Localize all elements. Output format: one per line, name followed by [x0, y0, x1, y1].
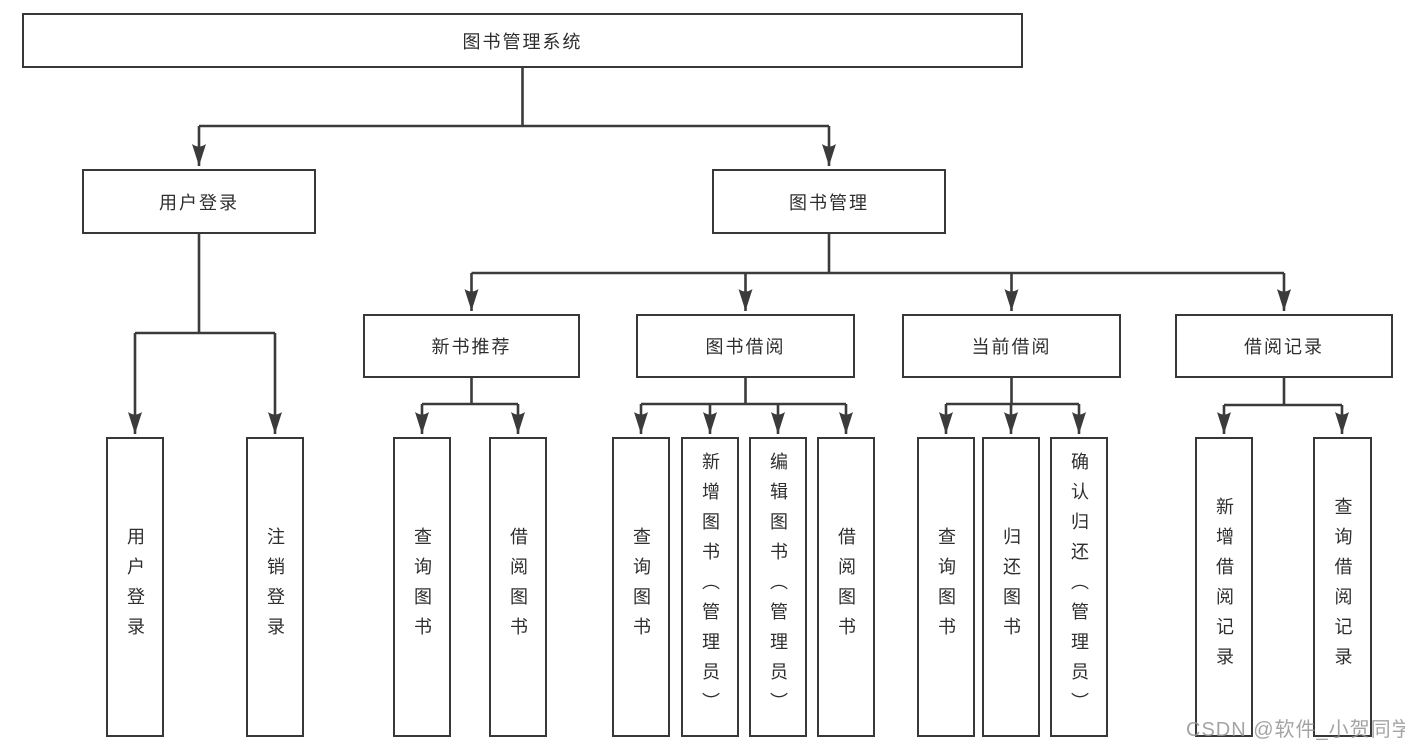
leaf-label: 注销登录	[265, 527, 285, 647]
leaf-query-book: 查询图书	[393, 437, 451, 737]
node-label: 图书借阅	[705, 337, 786, 357]
connector-login-to-leaves	[128, 234, 282, 434]
leaf-query-book: 查询图书	[917, 437, 975, 737]
leaf-query-book: 查询图书	[612, 437, 670, 737]
leaf-label: 查询图书	[412, 527, 432, 647]
leaf-confirm-return-admin: 确认归还（管理员）	[1050, 437, 1108, 737]
leaf-label: 确认归还（管理员）	[1069, 452, 1089, 722]
leaf-user-login: 用户登录	[106, 437, 164, 737]
leaf-return-book: 归还图书	[982, 437, 1040, 737]
leaf-add-book-admin: 新增图书（管理员）	[681, 437, 739, 737]
leaf-label: 查询图书	[631, 527, 651, 647]
connector-newbook-to-leaves	[415, 378, 525, 434]
node-new-book-recommend: 新书推荐	[363, 314, 580, 378]
connector-records-to-leaves	[1217, 378, 1349, 434]
leaf-label: 查询借阅记录	[1332, 497, 1353, 677]
leaf-borrow-book: 借阅图书	[489, 437, 547, 737]
connector-mgmt-to-level3	[464, 234, 1291, 311]
leaf-label: 查询图书	[936, 527, 956, 647]
node-current-borrowing: 当前借阅	[902, 314, 1121, 378]
node-book-management-module: 图书管理	[712, 169, 946, 234]
leaf-query-borrow-record: 查询借阅记录	[1313, 437, 1372, 737]
node-root-label: 图书管理系统	[462, 31, 583, 52]
node-label: 图书管理	[789, 192, 869, 213]
node-root-system: 图书管理系统	[22, 13, 1023, 68]
leaf-label: 编辑图书（管理员）	[768, 452, 788, 722]
node-borrowing-records: 借阅记录	[1175, 314, 1393, 378]
csdn-watermark: CSDN @软件_小贺同学	[1186, 719, 1405, 741]
node-user-login-module: 用户登录	[82, 169, 316, 234]
leaf-borrow-book: 借阅图书	[817, 437, 875, 737]
node-label: 用户登录	[159, 192, 239, 213]
leaf-label: 借阅图书	[836, 527, 856, 647]
connector-borrow-to-leaves	[634, 378, 853, 434]
leaf-label: 新增图书（管理员）	[700, 452, 720, 722]
node-label: 借阅记录	[1244, 337, 1324, 357]
connector-current-to-leaves	[939, 378, 1086, 434]
leaf-edit-book-admin: 编辑图书（管理员）	[749, 437, 807, 737]
node-label: 当前借阅	[971, 337, 1052, 357]
leaf-label: 新增借阅记录	[1214, 497, 1234, 677]
leaf-label: 归还图书	[1001, 527, 1021, 647]
leaf-logout: 注销登录	[246, 437, 304, 737]
leaf-label: 用户登录	[125, 527, 145, 647]
node-label: 新书推荐	[431, 337, 512, 357]
leaf-add-borrow-record: 新增借阅记录	[1195, 437, 1253, 737]
leaf-label: 借阅图书	[508, 527, 528, 647]
node-book-borrowing: 图书借阅	[636, 314, 855, 378]
connector-root-to-level2	[192, 68, 836, 166]
